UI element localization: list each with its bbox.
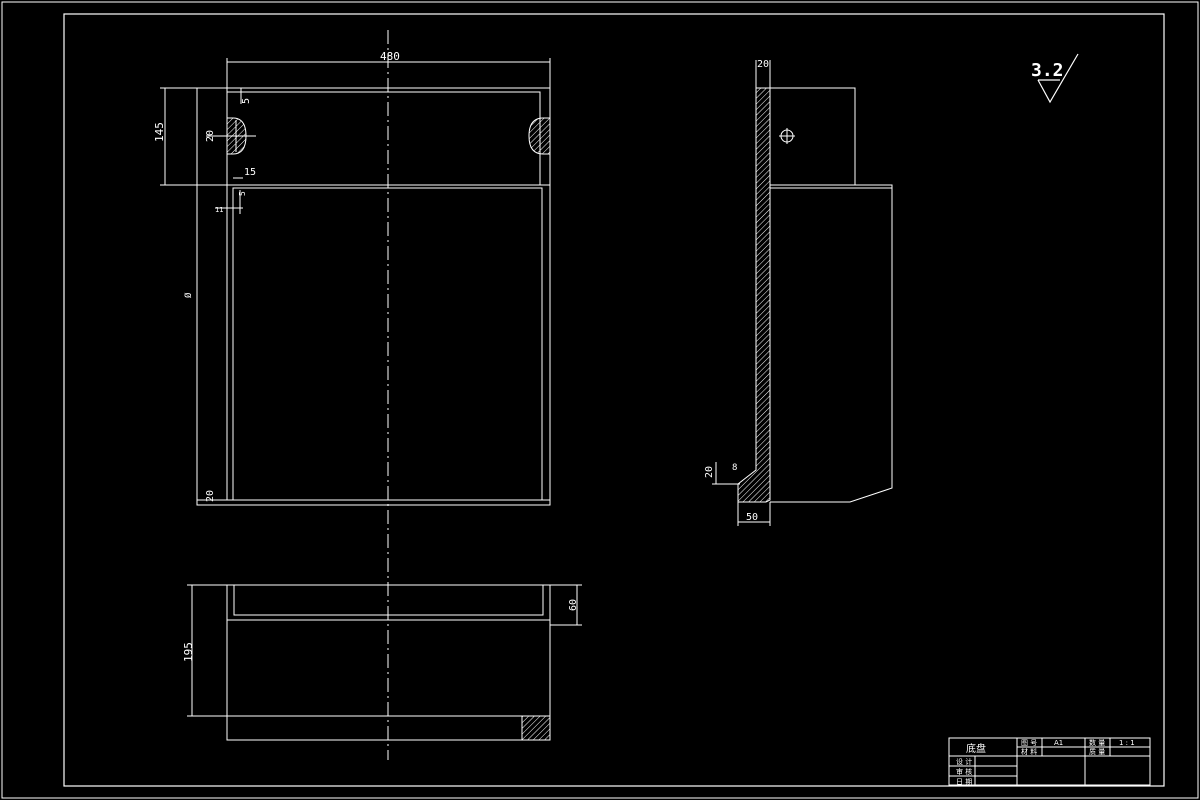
front-body-outline [196, 184, 551, 506]
title-block-scale-label: 质 量 [1089, 747, 1105, 756]
front-top-inner [226, 91, 541, 186]
dim-hole-20: 20 [205, 130, 216, 142]
dim-inset-5a: 5 [241, 98, 252, 104]
dim-side-20-top: 20 [757, 59, 769, 70]
dim-inset-11: 11 [215, 206, 223, 214]
side-body [770, 184, 893, 503]
title-block-part-name: 底盘 [966, 742, 986, 755]
dim-side-20-left: 20 [704, 466, 715, 478]
dim-side-50: 50 [746, 512, 758, 523]
right-hole [528, 117, 551, 155]
title-block-qty-label: 数 量 [1089, 738, 1105, 747]
dim-depth-195: 195 [182, 642, 195, 662]
dim-bottom-20: 20 [205, 490, 216, 502]
title-block-material-label: 材 料 [1021, 747, 1037, 756]
front-view [160, 58, 551, 506]
left-hole [206, 117, 256, 155]
dim-lip-60: 60 [568, 599, 579, 611]
title-block-qty-value: 1 : 1 [1119, 739, 1135, 747]
roughness-value: 3.2 [1031, 60, 1064, 81]
title-block-drawing-no-label: 图 号 [1021, 739, 1037, 747]
title-block [948, 737, 1151, 786]
title-block-row-label-1: 审 核 [956, 767, 972, 776]
side-view [712, 60, 893, 526]
dim-side-fillet: 8 [732, 463, 737, 473]
dim-height-145: 145 [153, 122, 166, 142]
dim-width-480: 480 [380, 50, 400, 63]
title-block-row-label-2: 日 期 [956, 778, 972, 786]
sheet-inner-border [63, 13, 1165, 787]
dim-inset-5b: 5 [238, 191, 247, 196]
side-plate [737, 87, 771, 503]
bottom-hatch [521, 715, 551, 741]
dim-inset-15: 15 [244, 167, 256, 178]
bottom-view [187, 584, 582, 741]
title-block-drawing-no-value: A1 [1054, 739, 1063, 747]
title-block-row-label-0: 设 计 [956, 757, 972, 766]
dim-side-symbol: Ø [183, 292, 194, 298]
roughness-symbol [1037, 53, 1079, 104]
